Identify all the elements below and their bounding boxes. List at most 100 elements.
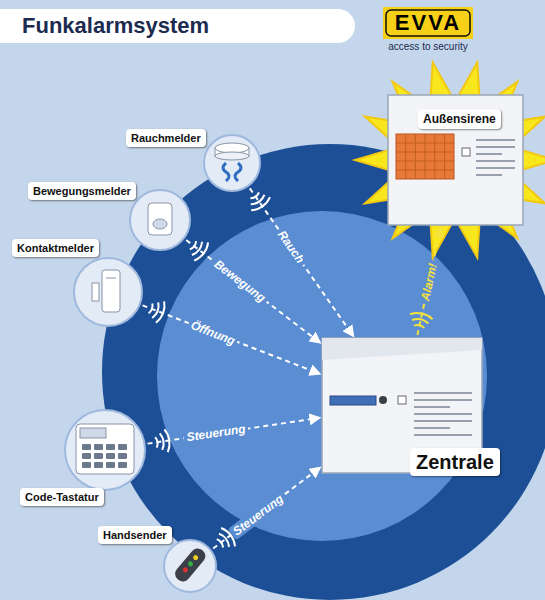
- device-label: Handsender: [98, 526, 172, 544]
- radio-wave: [160, 433, 164, 450]
- contact-detector: Kontaktmelder: [74, 258, 142, 326]
- siren-drawing-part-part: [405, 134, 406, 179]
- inner-disc: [157, 211, 487, 541]
- keypad-icon-part-part: [82, 444, 91, 450]
- remote-icon-part-part: [172, 546, 208, 585]
- keypad-icon-part: [65, 410, 145, 490]
- central-unit-drawing-part-part: [414, 427, 450, 429]
- keypad-icon-part-part: [118, 444, 127, 450]
- motion-detector: Bewegungsmelder: [130, 190, 190, 250]
- logo: [383, 7, 473, 39]
- siren-drawing-part-part: [476, 174, 502, 176]
- siren-drawing-part-part: [396, 143, 454, 144]
- remote-icon-part-part: [187, 560, 194, 567]
- siren-drawing-part-part: [476, 160, 515, 162]
- title-bar: [0, 9, 355, 43]
- motion-detector-icon: [130, 190, 190, 250]
- central-unit-drawing-part: [398, 396, 406, 404]
- siren-drawing-part: [462, 148, 470, 156]
- central-unit-drawing-part: [414, 393, 472, 435]
- siren-drawing-part: [396, 134, 454, 179]
- siren-drawing-part-part: [396, 170, 454, 171]
- siren-drawing-part-part: [425, 134, 426, 179]
- code-keypad: Code-Tastatur: [65, 410, 145, 490]
- radio-wave: [194, 242, 208, 260]
- remote-icon-part-part: [182, 566, 189, 573]
- radio-wave: [251, 195, 265, 205]
- radio-wave: [164, 429, 169, 452]
- title-text: Funkalarmsystem: [22, 12, 209, 40]
- central-unit-drawing-part-part: [414, 406, 450, 408]
- device-label: Zentrale: [410, 448, 500, 476]
- radio-wave: [156, 301, 165, 322]
- central-unit-drawing-part: [379, 396, 387, 404]
- siren-drawing-part-part: [476, 146, 515, 148]
- central-unit-drawing-part-part: [414, 413, 472, 415]
- radio-wave: [190, 241, 196, 249]
- central-unit-drawing-part-part: [414, 434, 472, 436]
- contact-detector-icon-part: [102, 270, 120, 312]
- remote-icon-part: [164, 540, 216, 592]
- keypad-icon-part: [82, 444, 127, 468]
- contact-detector-icon: [74, 258, 142, 326]
- siren-drawing-part: [476, 140, 515, 175]
- remote-icon: [164, 540, 216, 592]
- smoke-detector-icon-part: [204, 135, 260, 191]
- keypad-icon: [65, 410, 145, 490]
- radio-wave: [250, 192, 259, 198]
- siren-drawing-part-part: [476, 139, 515, 141]
- keypad-icon-part-part: [82, 453, 91, 459]
- keypad-icon-part-part: [106, 453, 115, 459]
- siren-drawing-part-part: [415, 134, 416, 179]
- keypad-icon-part-part: [94, 444, 103, 450]
- smoke-detector-icon-part: [235, 163, 241, 181]
- siren-drawing-part-part: [476, 167, 515, 169]
- radio-wave: [152, 302, 158, 318]
- keypad-icon-part-part: [106, 444, 115, 450]
- siren-drawing-part-part: [396, 161, 454, 162]
- radio-wave: [251, 197, 270, 210]
- central-unit: Zentrale: [322, 338, 482, 473]
- central-unit-drawing-part-part: [414, 420, 472, 422]
- logo-wordmark: EVVA: [383, 7, 473, 39]
- keypad-icon-part-part: [94, 462, 103, 468]
- contact-detector-icon-part: [74, 258, 142, 326]
- radio-signal-connector: [250, 188, 353, 335]
- siren-drawing-part-part: [476, 153, 502, 155]
- radio-wave: [192, 242, 202, 255]
- radio-wave: [149, 304, 153, 314]
- device-label: Bewegungsmelder: [28, 182, 136, 200]
- central-unit-drawing-part-part: [414, 399, 472, 401]
- siren-drawing-part: [396, 134, 454, 179]
- radio-wave: [414, 325, 424, 328]
- siren-drawing-part: [388, 95, 523, 225]
- radio-wave: [412, 319, 428, 323]
- central-unit-drawing-part: [330, 396, 376, 405]
- siren-drawing-part-part: [396, 152, 454, 153]
- siren-drawing-part-part: [434, 134, 435, 179]
- siren-drawing: [388, 95, 523, 225]
- outdoor-siren: Außensirene: [388, 95, 523, 225]
- keypad-icon-part: [76, 424, 134, 474]
- central-unit-drawing-part-part: [414, 392, 472, 394]
- alarm-burst: [355, 63, 545, 258]
- radio-signal-connector: [143, 305, 320, 373]
- motion-detector-icon-part: [130, 190, 190, 250]
- central-unit-drawing-part: [322, 338, 482, 360]
- hand-transmitter: Handsender: [164, 540, 216, 592]
- smoke-detector-icon-part: [223, 163, 229, 181]
- remote-icon-part: [172, 546, 208, 585]
- radio-wave: [155, 437, 157, 447]
- logo-slogan: access to security: [373, 41, 483, 53]
- device-label: Code-Tastatur: [20, 488, 104, 506]
- keypad-icon-part: [80, 428, 106, 438]
- remote-icon-part-part: [192, 554, 199, 561]
- radio-signal-connector: [213, 468, 319, 549]
- contact-detector-icon-part: [106, 278, 116, 279]
- device-label: Rauchmelder: [126, 129, 206, 147]
- smoke-detector: Rauchmelder: [204, 135, 260, 191]
- device-label: Außensirene: [418, 109, 501, 129]
- siren-drawing-part-part: [444, 134, 445, 179]
- motion-detector-icon-part: [148, 203, 172, 235]
